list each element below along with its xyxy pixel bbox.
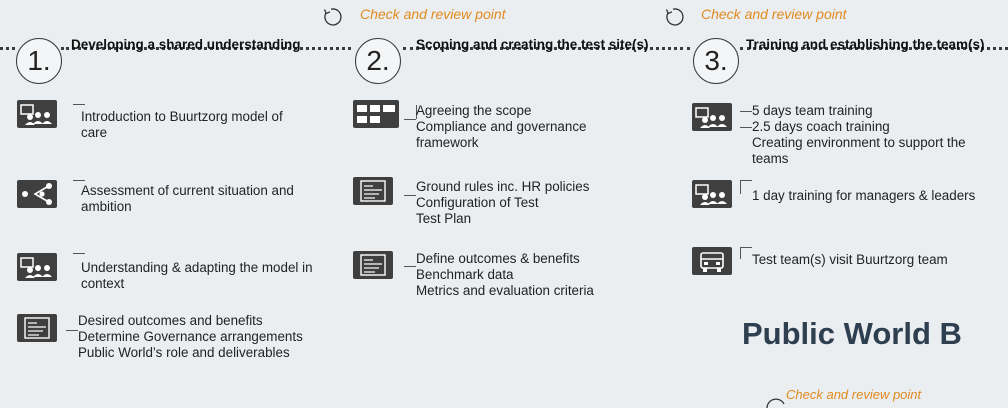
presentation-icon — [692, 103, 732, 131]
review-point-label: Check and review point — [786, 387, 922, 402]
item-connector — [404, 195, 416, 196]
timeline-dotted-line — [403, 47, 690, 50]
item-connector — [73, 253, 85, 254]
item-connector — [66, 330, 78, 331]
stage-3-title: Training and establishing the team(s) — [746, 37, 985, 52]
timeline-dotted-line — [61, 47, 351, 50]
share-icon — [17, 180, 57, 208]
overlap-slide-title: Public World B — [742, 316, 962, 351]
presentation-icon — [692, 180, 732, 208]
item-connector — [740, 247, 741, 259]
stage-1-title: Developing a shared understanding — [71, 37, 301, 52]
stage-3-item-text: Test team(s) visit Buurtzorg team — [752, 252, 948, 267]
stage-3-number: 3. — [693, 38, 739, 84]
timeline-dotted-line — [740, 47, 1008, 50]
stage-2-title: Scoping and creating the test site(s) — [416, 37, 649, 52]
review-cycle-icon — [665, 8, 684, 26]
review-point-label: Check and review point — [701, 6, 847, 22]
presentation-icon — [17, 253, 57, 281]
review-cycle-icon — [766, 398, 785, 408]
presentation-icon — [17, 100, 57, 128]
item-connector — [404, 266, 416, 267]
item-connector — [740, 247, 752, 248]
stage-2-number: 2. — [355, 38, 401, 84]
stage-1-number: 1. — [16, 38, 62, 84]
timeline-dotted-line — [0, 47, 15, 50]
vehicle-icon — [692, 247, 732, 275]
item-connector — [73, 104, 85, 105]
review-point-label: Check and review point — [360, 6, 506, 22]
stage-3-item-text: 1 day training for managers & leaders — [752, 188, 976, 203]
item-connector — [740, 180, 741, 194]
item-connector — [740, 111, 752, 112]
item-connector — [404, 119, 416, 120]
item-connector — [740, 180, 752, 181]
document-icon — [353, 177, 393, 205]
grid-icon — [353, 100, 399, 128]
item-connector — [416, 105, 417, 119]
item-connector — [740, 127, 752, 128]
review-cycle-icon — [323, 8, 342, 26]
item-connector — [73, 180, 85, 181]
document-icon — [17, 314, 57, 342]
document-icon — [353, 251, 393, 279]
